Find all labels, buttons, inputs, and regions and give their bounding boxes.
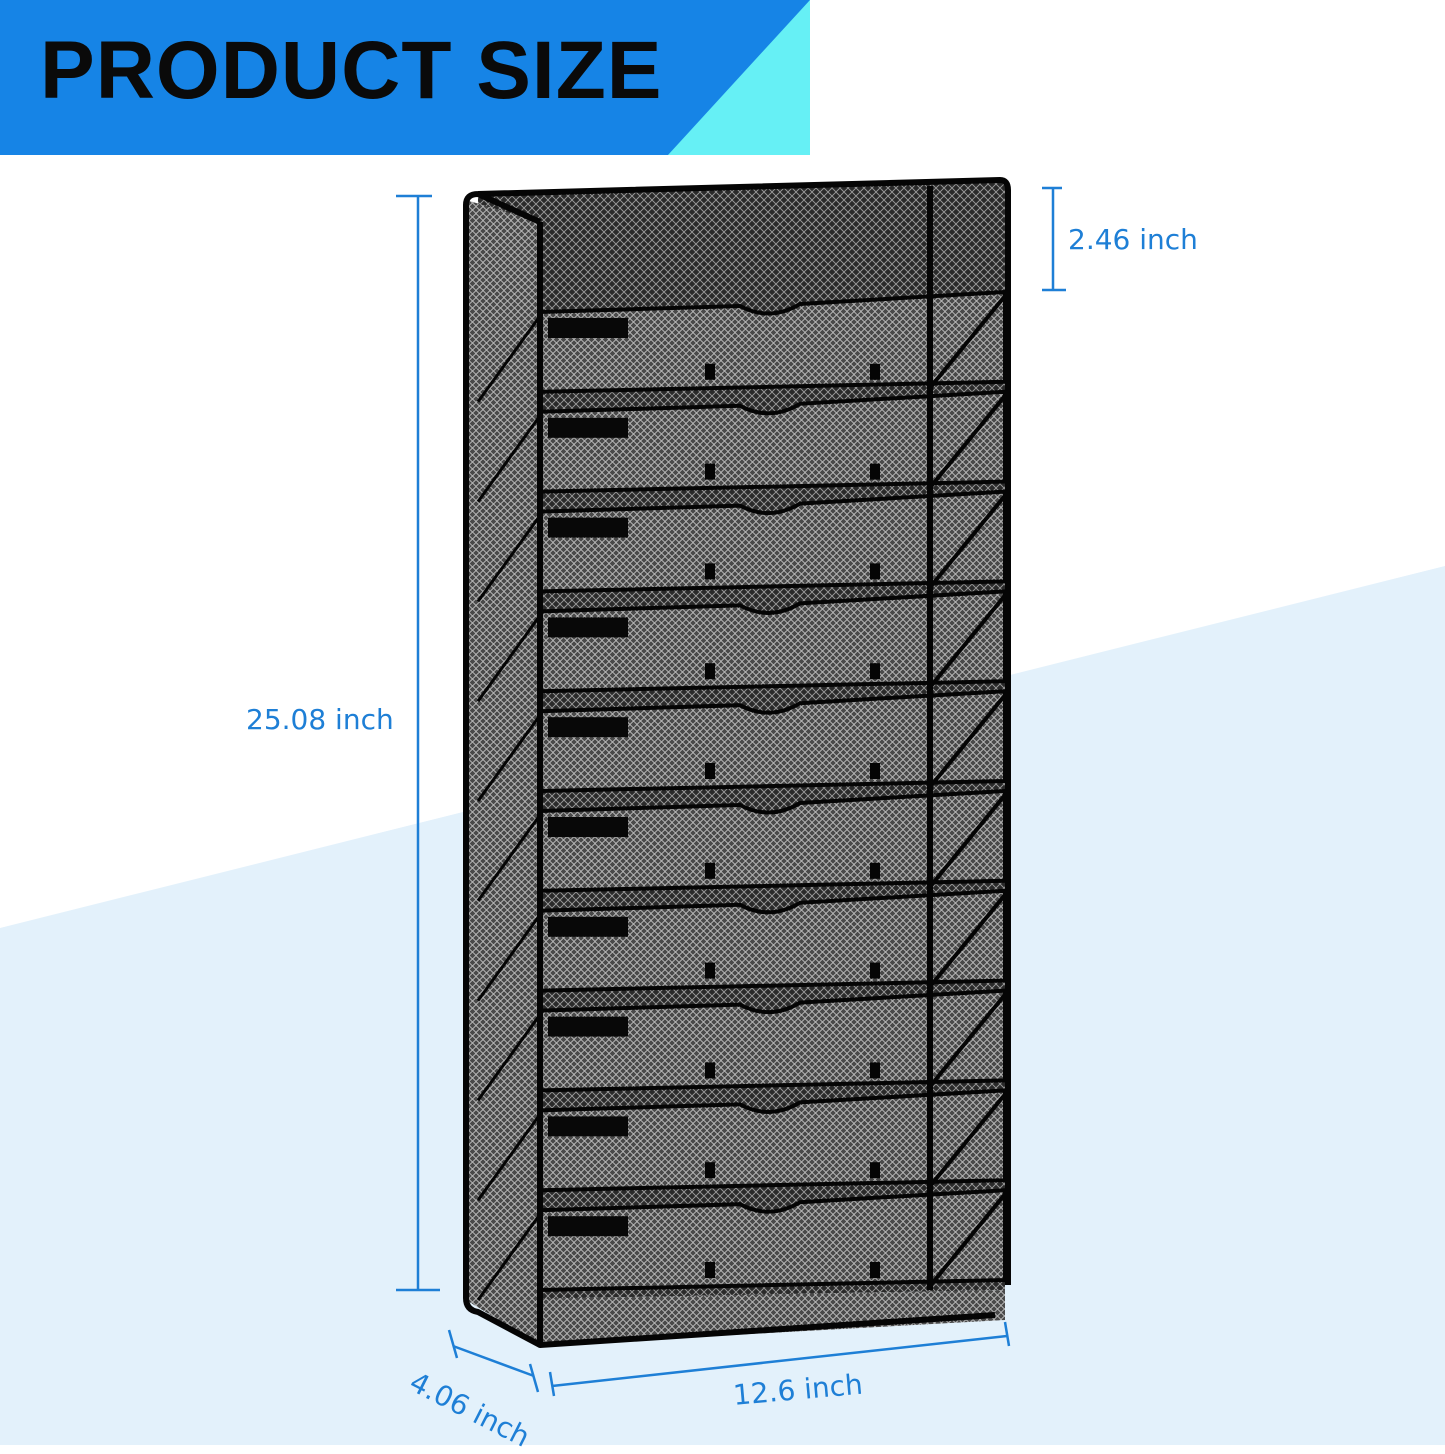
tier-pocket xyxy=(476,788,1007,902)
tier-pocket xyxy=(476,1088,1007,1202)
height-dimension-label: 25.08 inch xyxy=(246,703,394,736)
banner-shape xyxy=(0,0,810,155)
tier-pocket xyxy=(476,389,1007,503)
tier-pocket xyxy=(476,888,1007,1002)
tier-pocket xyxy=(476,988,1007,1102)
tier-pocket xyxy=(476,1188,1007,1301)
header-banner: PRODUCT SIZE xyxy=(0,0,810,155)
tier-pocket xyxy=(476,489,1007,603)
tier-pocket xyxy=(476,689,1007,802)
organizer-tiers xyxy=(476,289,1007,1301)
tier-pocket xyxy=(476,589,1007,703)
tier-pocket xyxy=(476,289,1007,403)
top-section-dimension-label: 2.46 inch xyxy=(1068,223,1198,256)
page-title: PRODUCT SIZE xyxy=(40,25,663,116)
